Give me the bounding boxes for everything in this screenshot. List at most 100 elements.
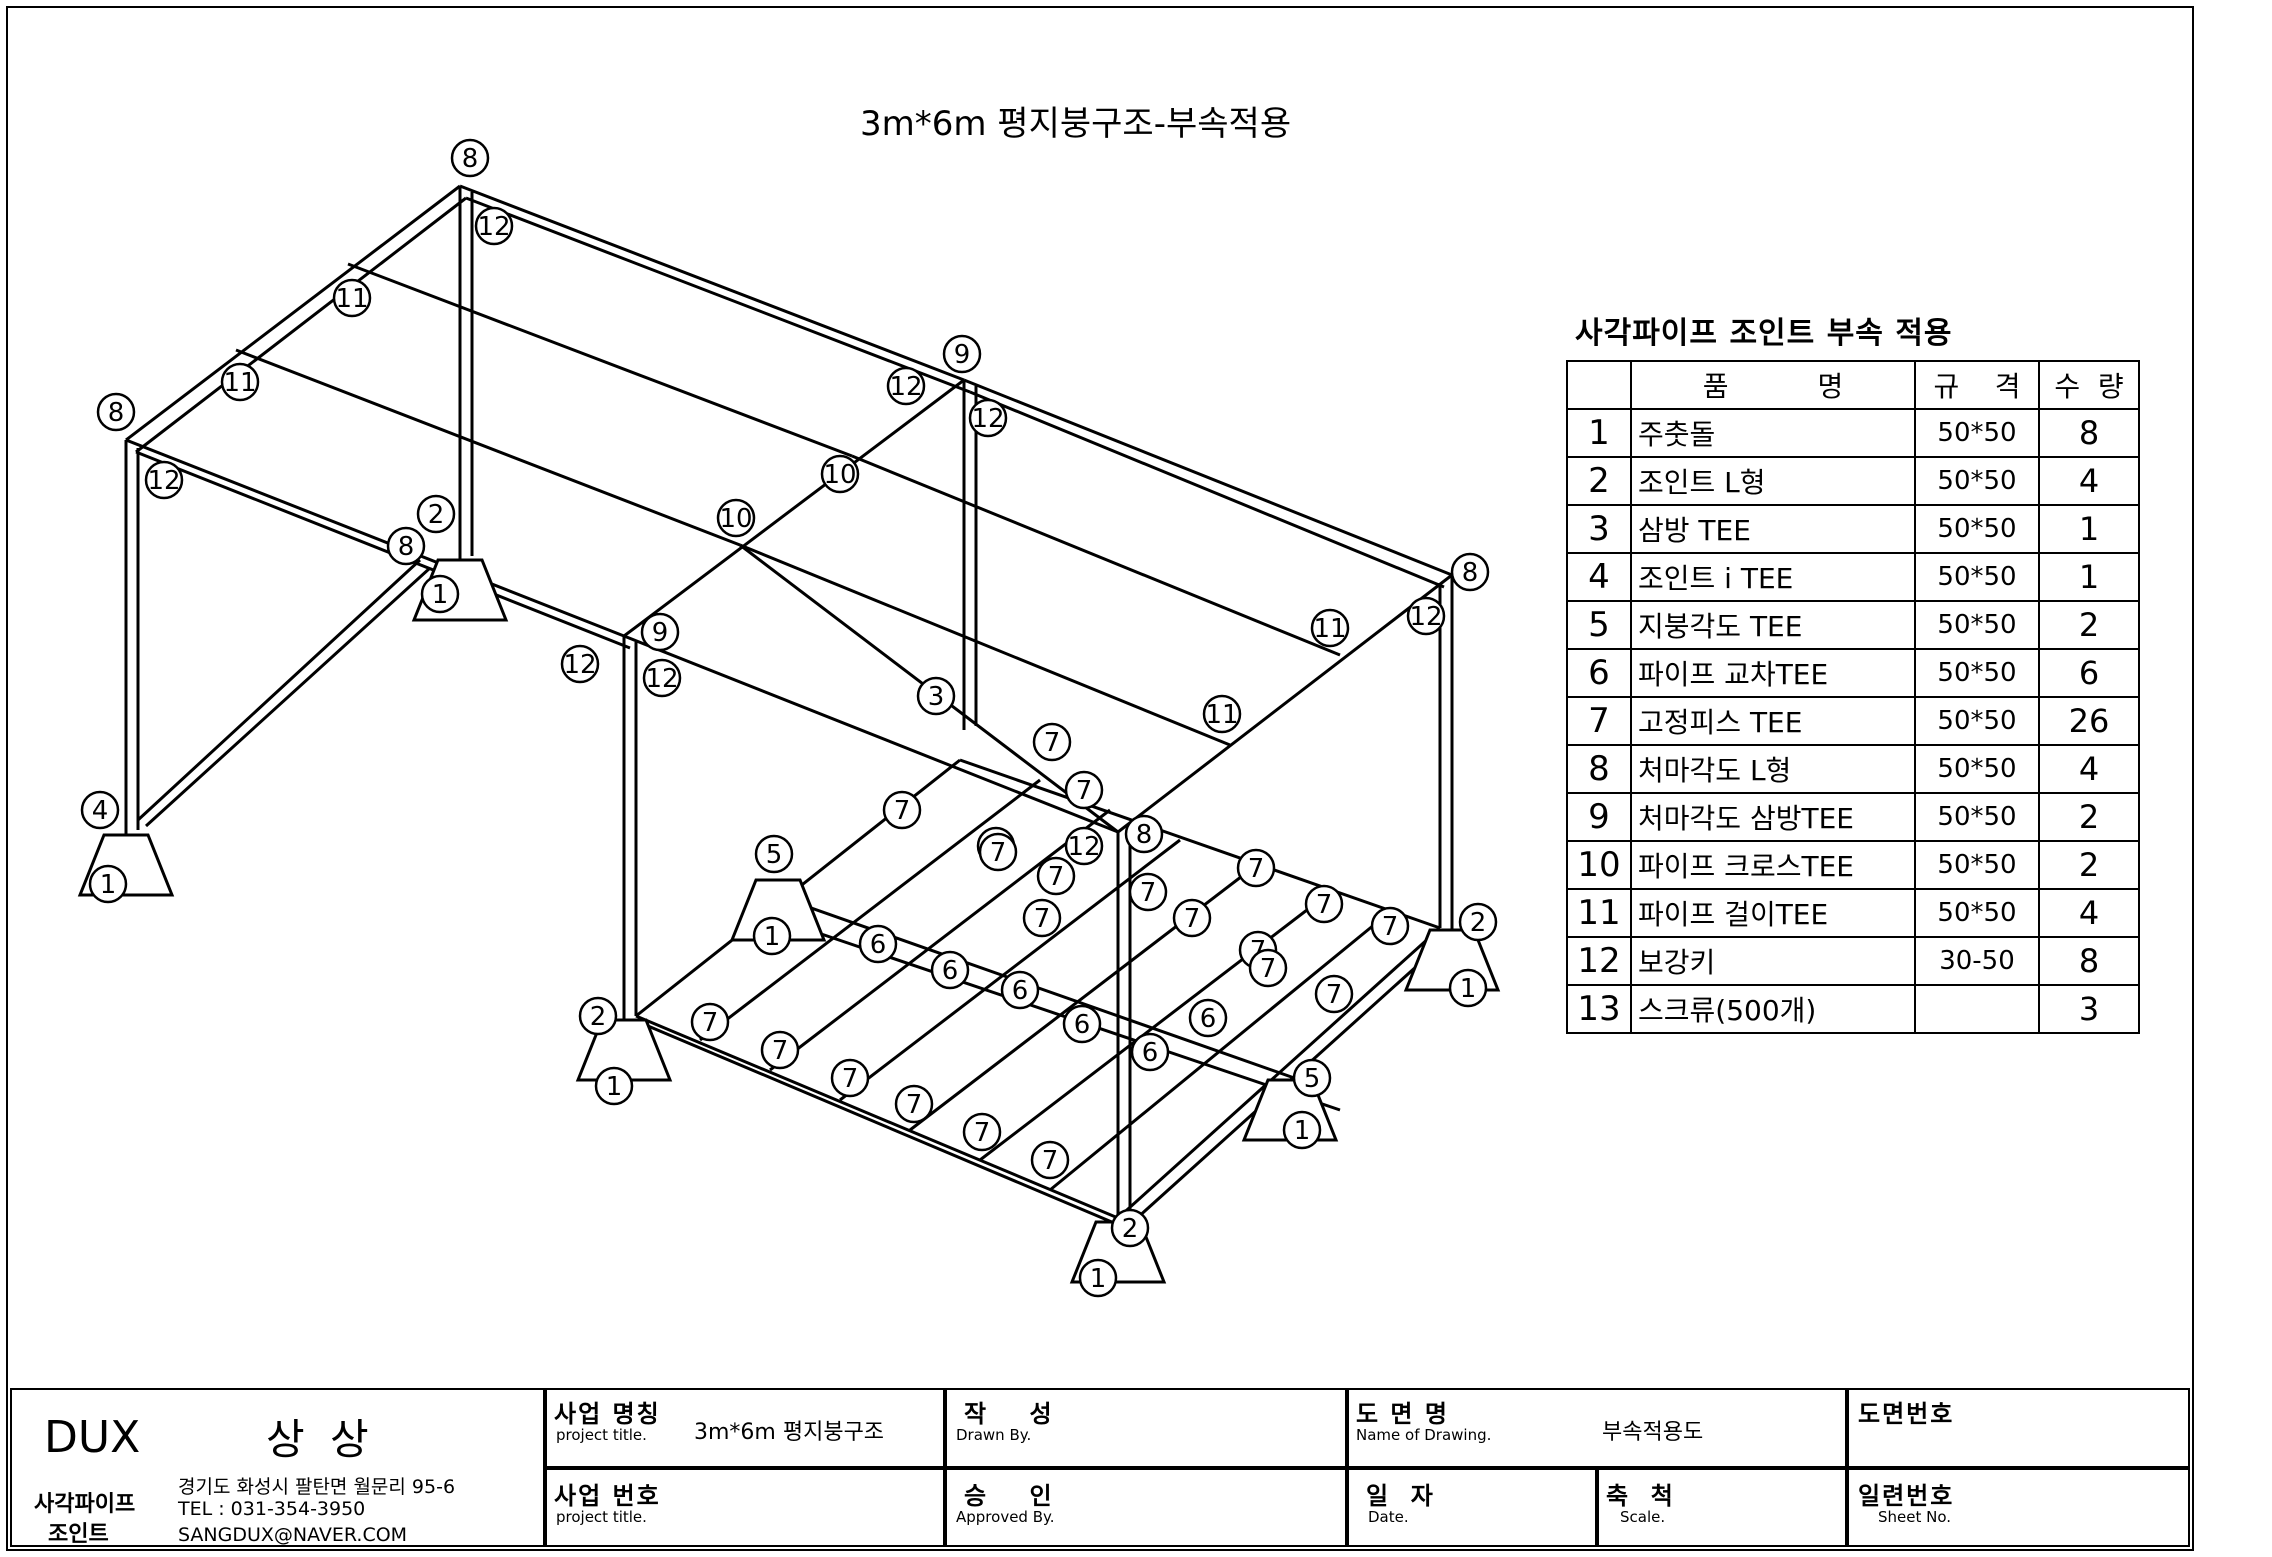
bom-qty: 6 <box>2038 648 2140 698</box>
project-name-cell <box>545 1388 945 1468</box>
balloon-number: 7 <box>1326 980 1343 1010</box>
balloon-number: 2 <box>428 500 445 530</box>
balloon-number: 7 <box>1044 728 1061 758</box>
balloon-number: 1 <box>432 580 449 610</box>
bom-header-name: 품 명 <box>1630 360 1916 410</box>
balloon-number: 12 <box>971 404 1004 434</box>
balloon-number: 9 <box>954 340 971 370</box>
bom-qty: 2 <box>2038 792 2140 842</box>
balloon-number: 1 <box>606 1072 623 1102</box>
bom-spec: 50*50 <box>1914 456 2040 506</box>
part-balloon: 9 <box>942 334 982 374</box>
project-no-label-kr: 사업 번호 <box>554 1482 661 1510</box>
balloon-number: 8 <box>108 398 125 428</box>
balloon-number: 7 <box>702 1008 719 1038</box>
project-name-label-kr: 사업 명칭 <box>554 1400 661 1428</box>
bom-name: 스크류(500개) <box>1630 984 1916 1034</box>
company-email: SANGDUX@NAVER.COM <box>178 1524 408 1546</box>
part-balloon: 8 <box>450 138 490 178</box>
balloon-number: 7 <box>906 1090 923 1120</box>
date-cell <box>1347 1468 1597 1547</box>
part-balloon: 7 <box>1032 722 1072 762</box>
balloon-number: 1 <box>1090 1264 1107 1294</box>
balloon-number: 8 <box>398 532 415 562</box>
balloon-number: 7 <box>990 838 1007 868</box>
balloon-number: 12 <box>563 650 596 680</box>
project-no-cell <box>545 1468 945 1547</box>
part-balloon: 10 <box>716 498 756 538</box>
bom-spec: 30-50 <box>1914 936 2040 986</box>
part-balloon: 6 <box>1062 1004 1102 1044</box>
balloon-number: 5 <box>1304 1064 1321 1094</box>
pipe-segment <box>769 808 1111 1072</box>
pipe-segment <box>459 184 965 382</box>
drawing-no-cell <box>1847 1388 2190 1468</box>
pipe-segment <box>125 184 461 442</box>
part-balloon: 1 <box>752 916 792 956</box>
project-name-value: 3m*6m 평지붕구조 <box>694 1420 885 1445</box>
company-cell <box>10 1388 545 1547</box>
balloon-number: 7 <box>1260 954 1277 984</box>
bom-no: 2 <box>1566 456 1632 506</box>
part-balloon: 6 <box>858 924 898 964</box>
balloon-number: 6 <box>1074 1010 1091 1040</box>
part-balloon: 7 <box>1248 948 1288 988</box>
bom-qty: 2 <box>2038 600 2140 650</box>
approved-label-kr: 승 인 <box>964 1482 1054 1510</box>
balloon-number: 7 <box>1034 904 1051 934</box>
balloon-number: 3 <box>928 682 945 712</box>
balloon-number: 1 <box>764 922 781 952</box>
bom-name: 보강키 <box>1630 936 1916 986</box>
part-balloon: 2 <box>1110 1208 1150 1248</box>
bom-header-row: 품 명 규 격 수 량 <box>1566 360 2140 410</box>
part-balloon: 1 <box>594 1066 634 1106</box>
title-block: DUX 상 상 사각파이프 조인트 경기도 화성시 팔탄면 월문리 95-6 T… <box>6 1384 2194 1551</box>
pipe-segment <box>739 543 1231 747</box>
bom-spec <box>1914 984 2040 1034</box>
balloon-number: 7 <box>1382 912 1399 942</box>
pipe-segment <box>125 438 625 638</box>
balloon-number: 1 <box>1294 1116 1311 1146</box>
balloon-number: 7 <box>1048 862 1065 892</box>
part-balloon: 2 <box>1458 902 1498 942</box>
bom-spec: 50*50 <box>1914 696 2040 746</box>
pipe-segment <box>235 348 741 547</box>
balloon-number: 2 <box>1122 1214 1139 1244</box>
bom-no: 11 <box>1566 888 1632 938</box>
part-balloon: 7 <box>1022 898 1062 938</box>
bom-name: 지붕각도 TEE <box>1630 600 1916 650</box>
sheet-no-cell <box>1847 1468 2190 1547</box>
part-balloon: 7 <box>760 1030 800 1070</box>
balloon-number: 1 <box>100 870 117 900</box>
balloon-number: 6 <box>1012 976 1029 1006</box>
part-balloon: 12 <box>144 460 184 500</box>
balloon-number: 6 <box>870 930 887 960</box>
balloon-number: 10 <box>823 460 856 490</box>
approved-label-en: Approved By. <box>956 1508 1055 1526</box>
bom-name: 파이프 걸이TEE <box>1630 888 1916 938</box>
part-balloon: 2 <box>578 996 618 1036</box>
bom-name: 처마각도 L형 <box>1630 744 1916 794</box>
part-balloon: 1 <box>1448 968 1488 1008</box>
drawn-cell <box>945 1388 1347 1468</box>
bom-qty: 8 <box>2038 408 2140 458</box>
balloon-number: 12 <box>645 664 678 694</box>
bom-spec: 50*50 <box>1914 744 2040 794</box>
pipe-segment <box>959 758 1441 930</box>
bom-no: 7 <box>1566 696 1632 746</box>
balloon-number: 7 <box>1140 878 1157 908</box>
bom-qty: 1 <box>2038 552 2140 602</box>
bom-header-qty: 수 량 <box>2038 360 2140 410</box>
bom-spec: 50*50 <box>1914 888 2040 938</box>
balloon-number: 7 <box>772 1036 789 1066</box>
sheet-no-label-kr: 일련번호 <box>1858 1482 1955 1510</box>
